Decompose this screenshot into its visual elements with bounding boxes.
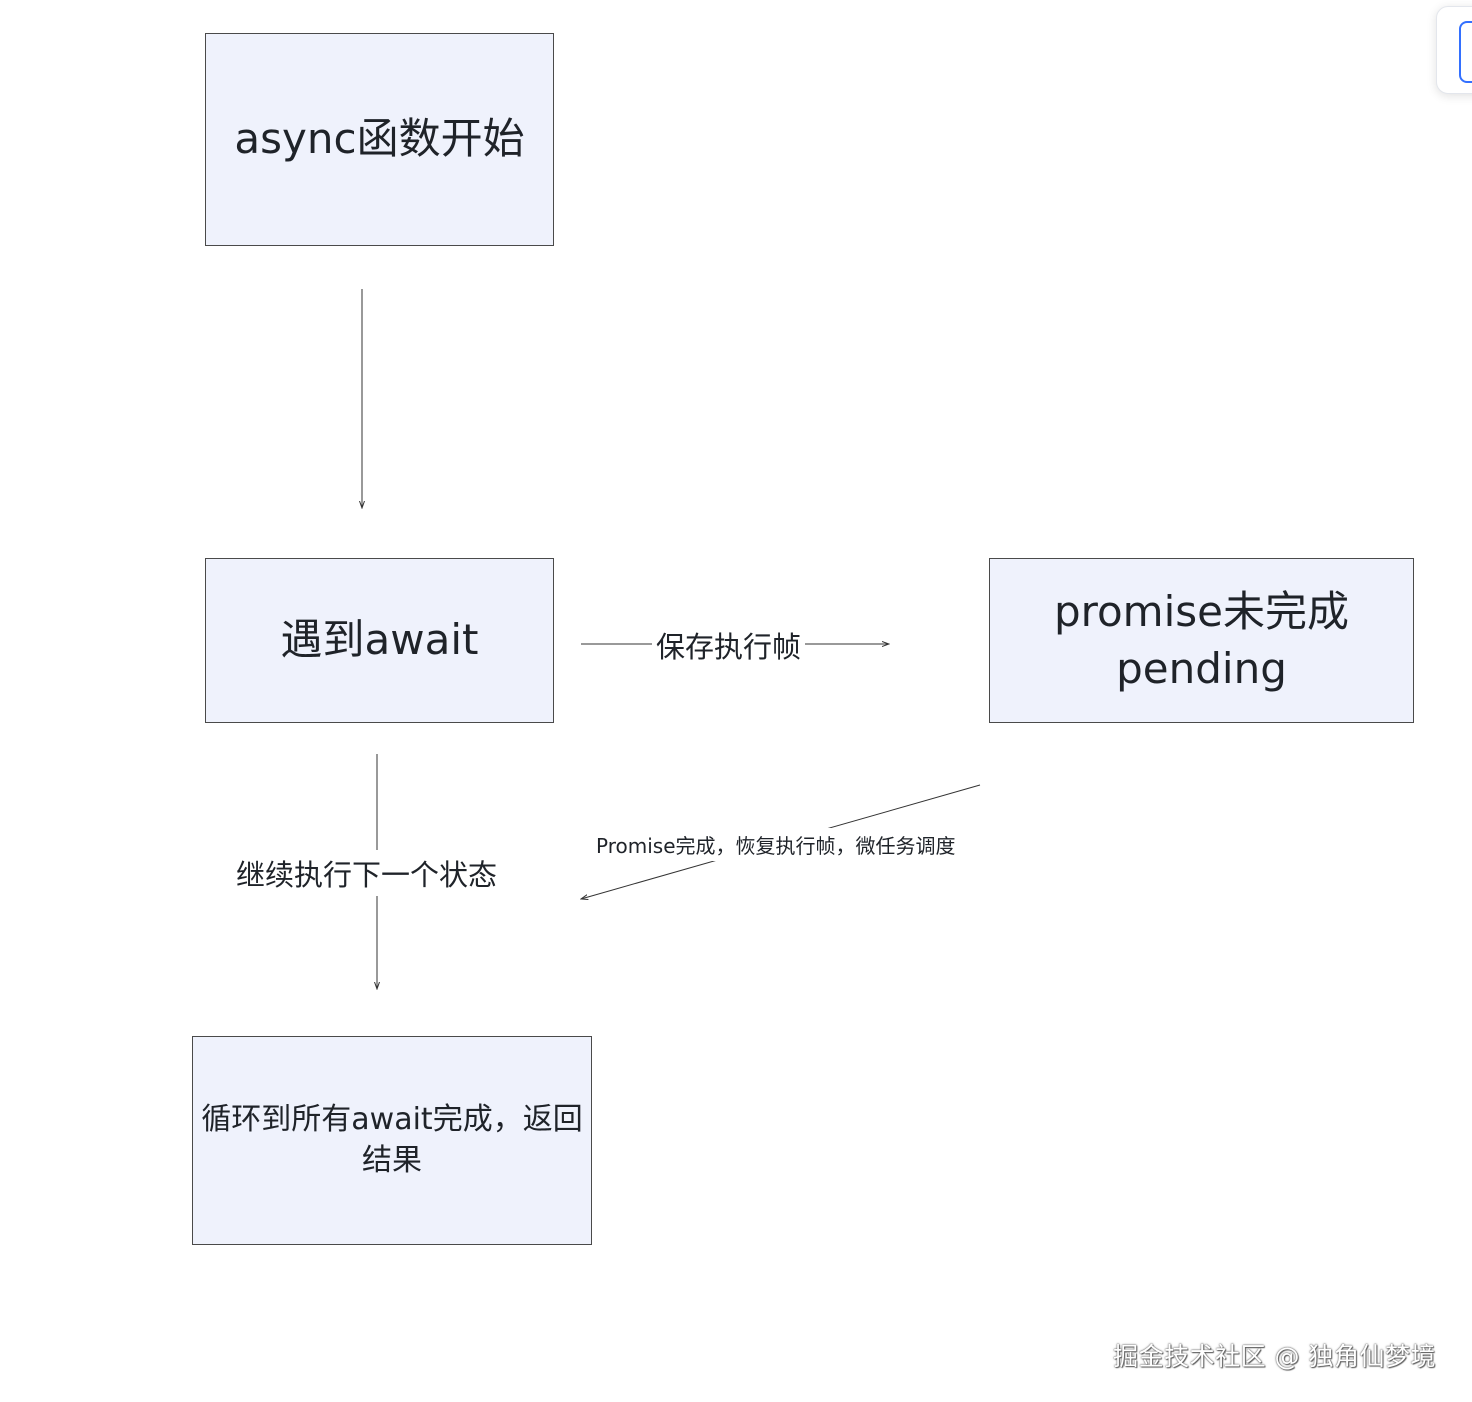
panel-toggle-icon — [1459, 21, 1472, 83]
node-promise-pending-line2: pending — [1116, 643, 1287, 693]
edge-label-resume: Promise完成，恢复执行帧，微任务调度 — [590, 828, 962, 861]
panel-toggle-button[interactable] — [1436, 6, 1472, 94]
edge-label-continue: 继续执行下一个状态 — [232, 850, 502, 896]
node-async-start-label: async函数开始 — [234, 114, 525, 164]
node-promise-pending-line1: promise未完成 — [1053, 586, 1349, 636]
node-return-result-line1: 循环到所有await完成，返回 — [201, 1102, 583, 1137]
node-return-result-line2: 结果 — [362, 1142, 422, 1178]
node-encounter-await: 遇到await — [205, 558, 554, 723]
edge-label-save-frame: 保存执行帧 — [652, 624, 806, 666]
node-return-result: 循环到所有await完成，返回 结果 — [192, 1036, 592, 1245]
node-encounter-await-label: 遇到await — [280, 615, 479, 665]
node-async-start: async函数开始 — [205, 33, 554, 246]
node-promise-pending: promise未完成 pending — [989, 558, 1414, 723]
watermark: 掘金技术社区 @ 独角仙梦境 — [1113, 1342, 1436, 1371]
